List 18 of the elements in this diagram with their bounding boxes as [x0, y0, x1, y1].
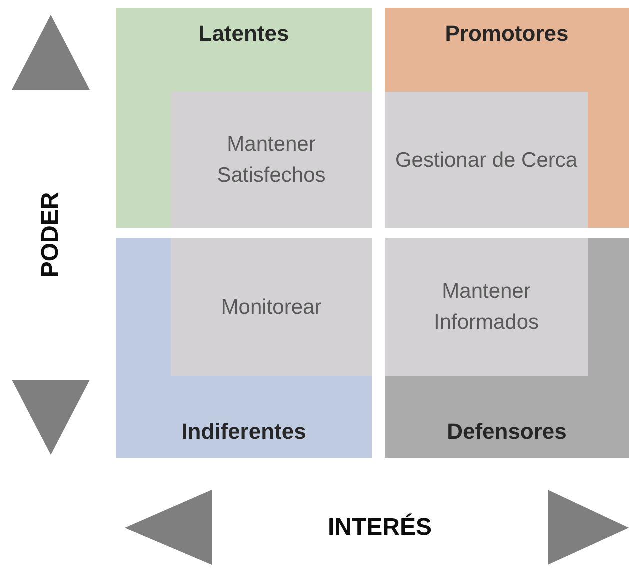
axis-label: INTERÉS: [328, 514, 432, 542]
strategy-text: Gestionar de Cerca: [395, 148, 578, 174]
strategy-box: [385, 238, 588, 376]
strategy-box: [171, 92, 372, 228]
strategy-box: [385, 92, 588, 228]
axis-label: PODER: [37, 192, 65, 278]
strategy-text: Mantener Informados: [432, 279, 540, 336]
quadrant-title: Indiferentes: [182, 419, 306, 445]
strategy-text: Mantener Satisfechos: [216, 132, 327, 189]
strategy-text: Monitorear: [221, 294, 322, 320]
quadrant-panel: [116, 8, 372, 228]
quadrant-panel: [385, 8, 629, 228]
quadrant-title: Promotores: [445, 21, 569, 47]
strategy-box: [171, 238, 372, 376]
quadrant-panel: [116, 238, 372, 458]
quadrant-panel: [385, 238, 629, 458]
quadrant-title: Defensores: [447, 419, 567, 445]
quadrant-title: Latentes: [198, 21, 290, 47]
